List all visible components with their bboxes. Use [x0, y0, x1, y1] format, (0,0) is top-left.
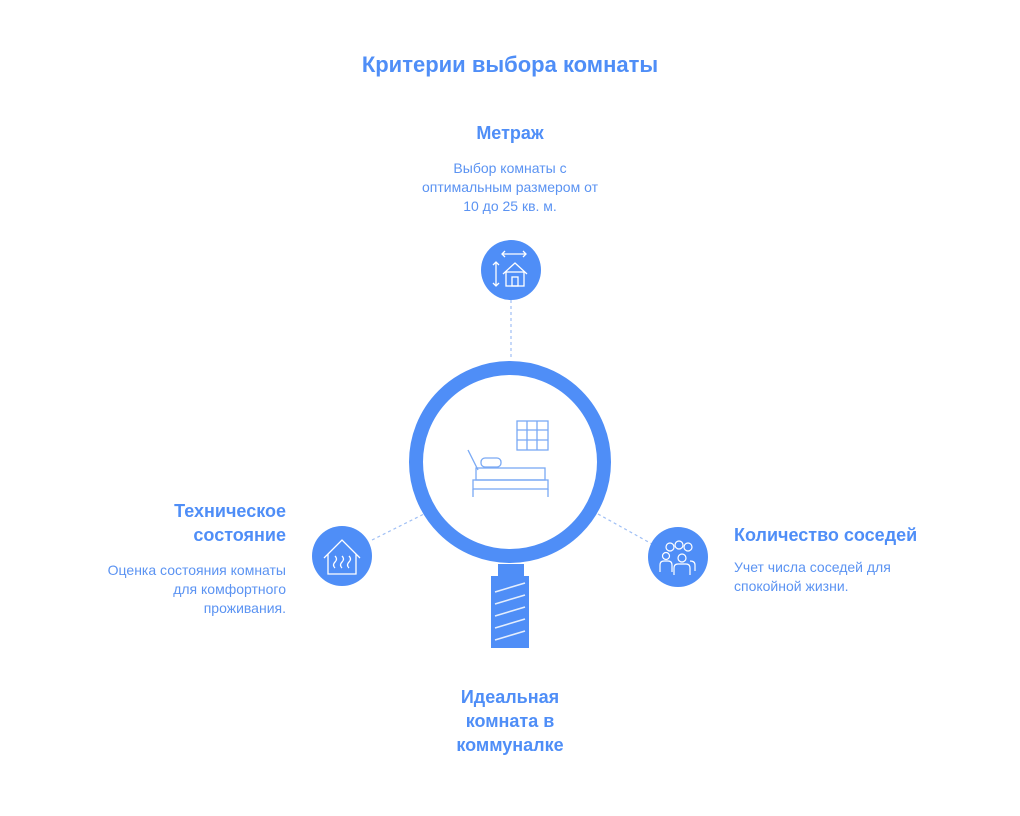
room-size-icon [481, 240, 541, 300]
top-node-description: Выбор комнаты с оптимальным размером от … [380, 159, 640, 216]
magnifier-handle [491, 564, 529, 648]
left-desc-line: для комфортного [173, 581, 286, 597]
house-heating-icon [312, 526, 372, 586]
top-desc-line: оптимальным размером от [421, 179, 598, 195]
magnifier-lens [409, 361, 611, 563]
center-label-line: Идеальная [460, 687, 560, 707]
bed-room-icon [467, 420, 549, 497]
center-label: Идеальная комната в коммуналке [380, 685, 640, 757]
right-node-heading: Количество соседей [734, 525, 918, 545]
left-desc-line: проживания. [203, 600, 286, 616]
left-node-description: Оценка состояния комнаты для комфортного… [40, 561, 286, 618]
left-node-heading: Техническое состояние [60, 499, 286, 547]
top-desc-line: 10 до 25 кв. м. [463, 198, 557, 214]
page-title: Критерии выбора комнаты [361, 52, 659, 77]
center-label-line: коммуналке [456, 735, 564, 755]
left-heading-line: состояние [193, 525, 286, 545]
left-desc-line: Оценка состояния комнаты [107, 562, 286, 578]
right-desc-line: Учет числа соседей для [734, 559, 891, 575]
center-label-line: комната в [465, 711, 555, 731]
right-desc-line: спокойной жизни. [734, 578, 849, 594]
top-node-heading: Метраж [476, 123, 544, 143]
left-heading-line: Техническое [174, 501, 286, 521]
connector-left [371, 513, 425, 541]
right-node-description: Учет числа соседей для спокойной жизни. [734, 558, 994, 596]
top-desc-line: Выбор комнаты с [453, 160, 567, 176]
neighbors-icon [648, 527, 708, 587]
connector-right [597, 513, 653, 545]
